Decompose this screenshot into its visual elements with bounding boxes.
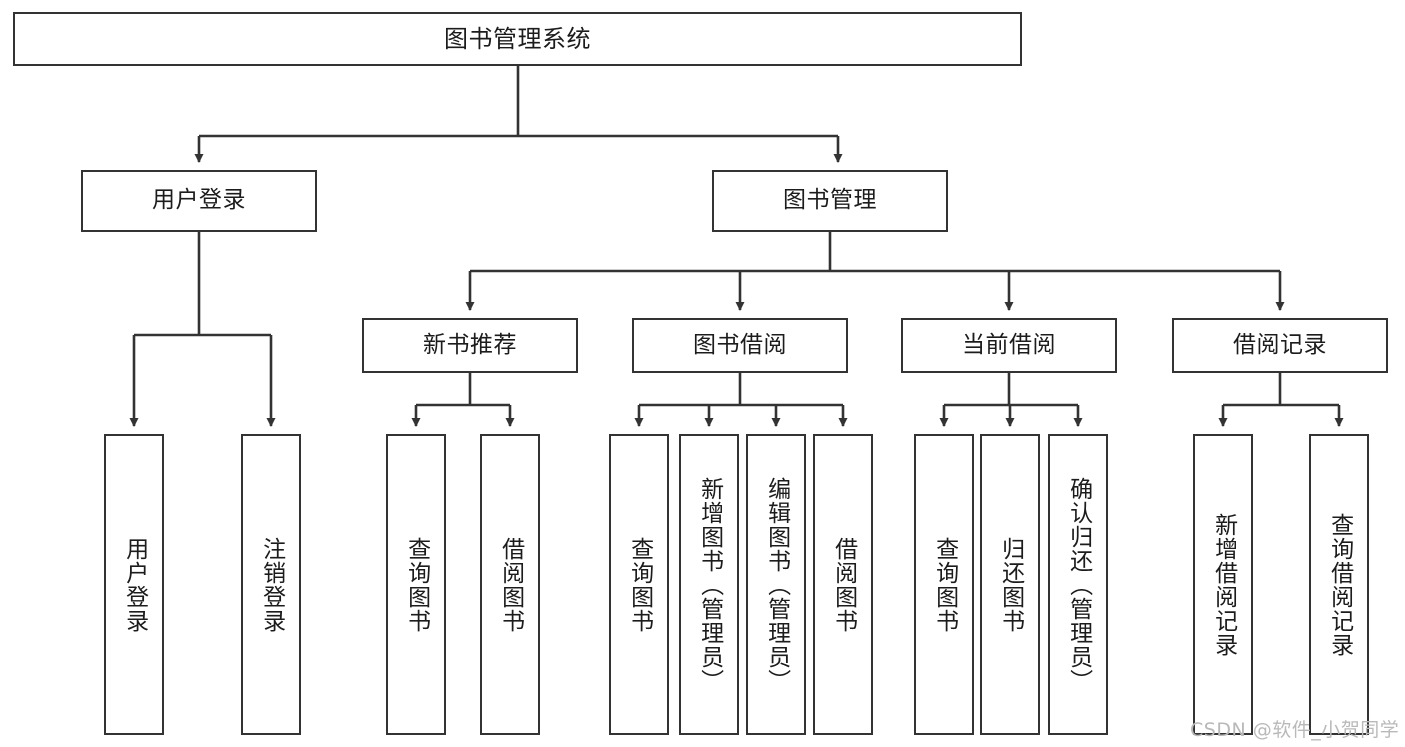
node-root-system[interactable]: 图书管理系统 [13,12,1022,66]
node-label: 确认归还（管理员） [1065,476,1092,693]
node-label: 新书推荐 [423,331,517,358]
node-label: 归还图书 [997,536,1024,633]
node-label: 借阅图书 [497,536,524,633]
node-label: 当前借阅 [962,331,1056,358]
node-new-book-recommend[interactable]: 新书推荐 [362,318,578,373]
leaf-new-book-borrow[interactable]: 借阅图书 [480,434,540,735]
leaf-current-confirm-return[interactable]: 确认归还（管理员） [1048,434,1108,735]
node-label: 用户登录 [152,187,246,214]
node-label: 新增图书（管理员） [696,476,723,693]
leaf-current-return[interactable]: 归还图书 [980,434,1040,735]
node-label: 图书管理系统 [444,24,591,53]
leaf-user-login-login[interactable]: 用户登录 [104,434,164,735]
node-label: 用户登录 [121,536,148,633]
node-label: 查询借阅记录 [1326,512,1353,657]
node-label: 图书管理 [783,187,877,214]
node-label: 查询图书 [403,536,430,633]
leaf-record-query[interactable]: 查询借阅记录 [1309,434,1369,735]
node-label: 查询图书 [626,536,653,633]
node-label: 新增借阅记录 [1210,512,1237,657]
leaf-record-add[interactable]: 新增借阅记录 [1193,434,1253,735]
leaf-user-login-logout[interactable]: 注销登录 [241,434,301,735]
leaf-borrow-edit-book[interactable]: 编辑图书（管理员） [746,434,806,735]
node-label: 查询图书 [931,536,958,633]
leaf-borrow-add-book[interactable]: 新增图书（管理员） [679,434,739,735]
node-label: 借阅记录 [1233,331,1327,358]
node-book-borrow[interactable]: 图书借阅 [632,318,848,373]
node-book-manage[interactable]: 图书管理 [712,170,948,232]
leaf-current-query[interactable]: 查询图书 [914,434,974,735]
node-label: 编辑图书（管理员） [763,476,790,693]
csdn-watermark: CSDN @软件_小贺同学 [1190,719,1400,741]
node-borrow-record[interactable]: 借阅记录 [1172,318,1388,373]
node-user-login[interactable]: 用户登录 [81,170,317,232]
node-label: 图书借阅 [693,331,787,358]
node-label: 借阅图书 [830,536,857,633]
leaf-borrow-query[interactable]: 查询图书 [609,434,669,735]
leaf-borrow-borrow-book[interactable]: 借阅图书 [813,434,873,735]
node-label: 注销登录 [258,536,285,633]
node-current-borrow[interactable]: 当前借阅 [901,318,1117,373]
leaf-new-book-query[interactable]: 查询图书 [386,434,446,735]
